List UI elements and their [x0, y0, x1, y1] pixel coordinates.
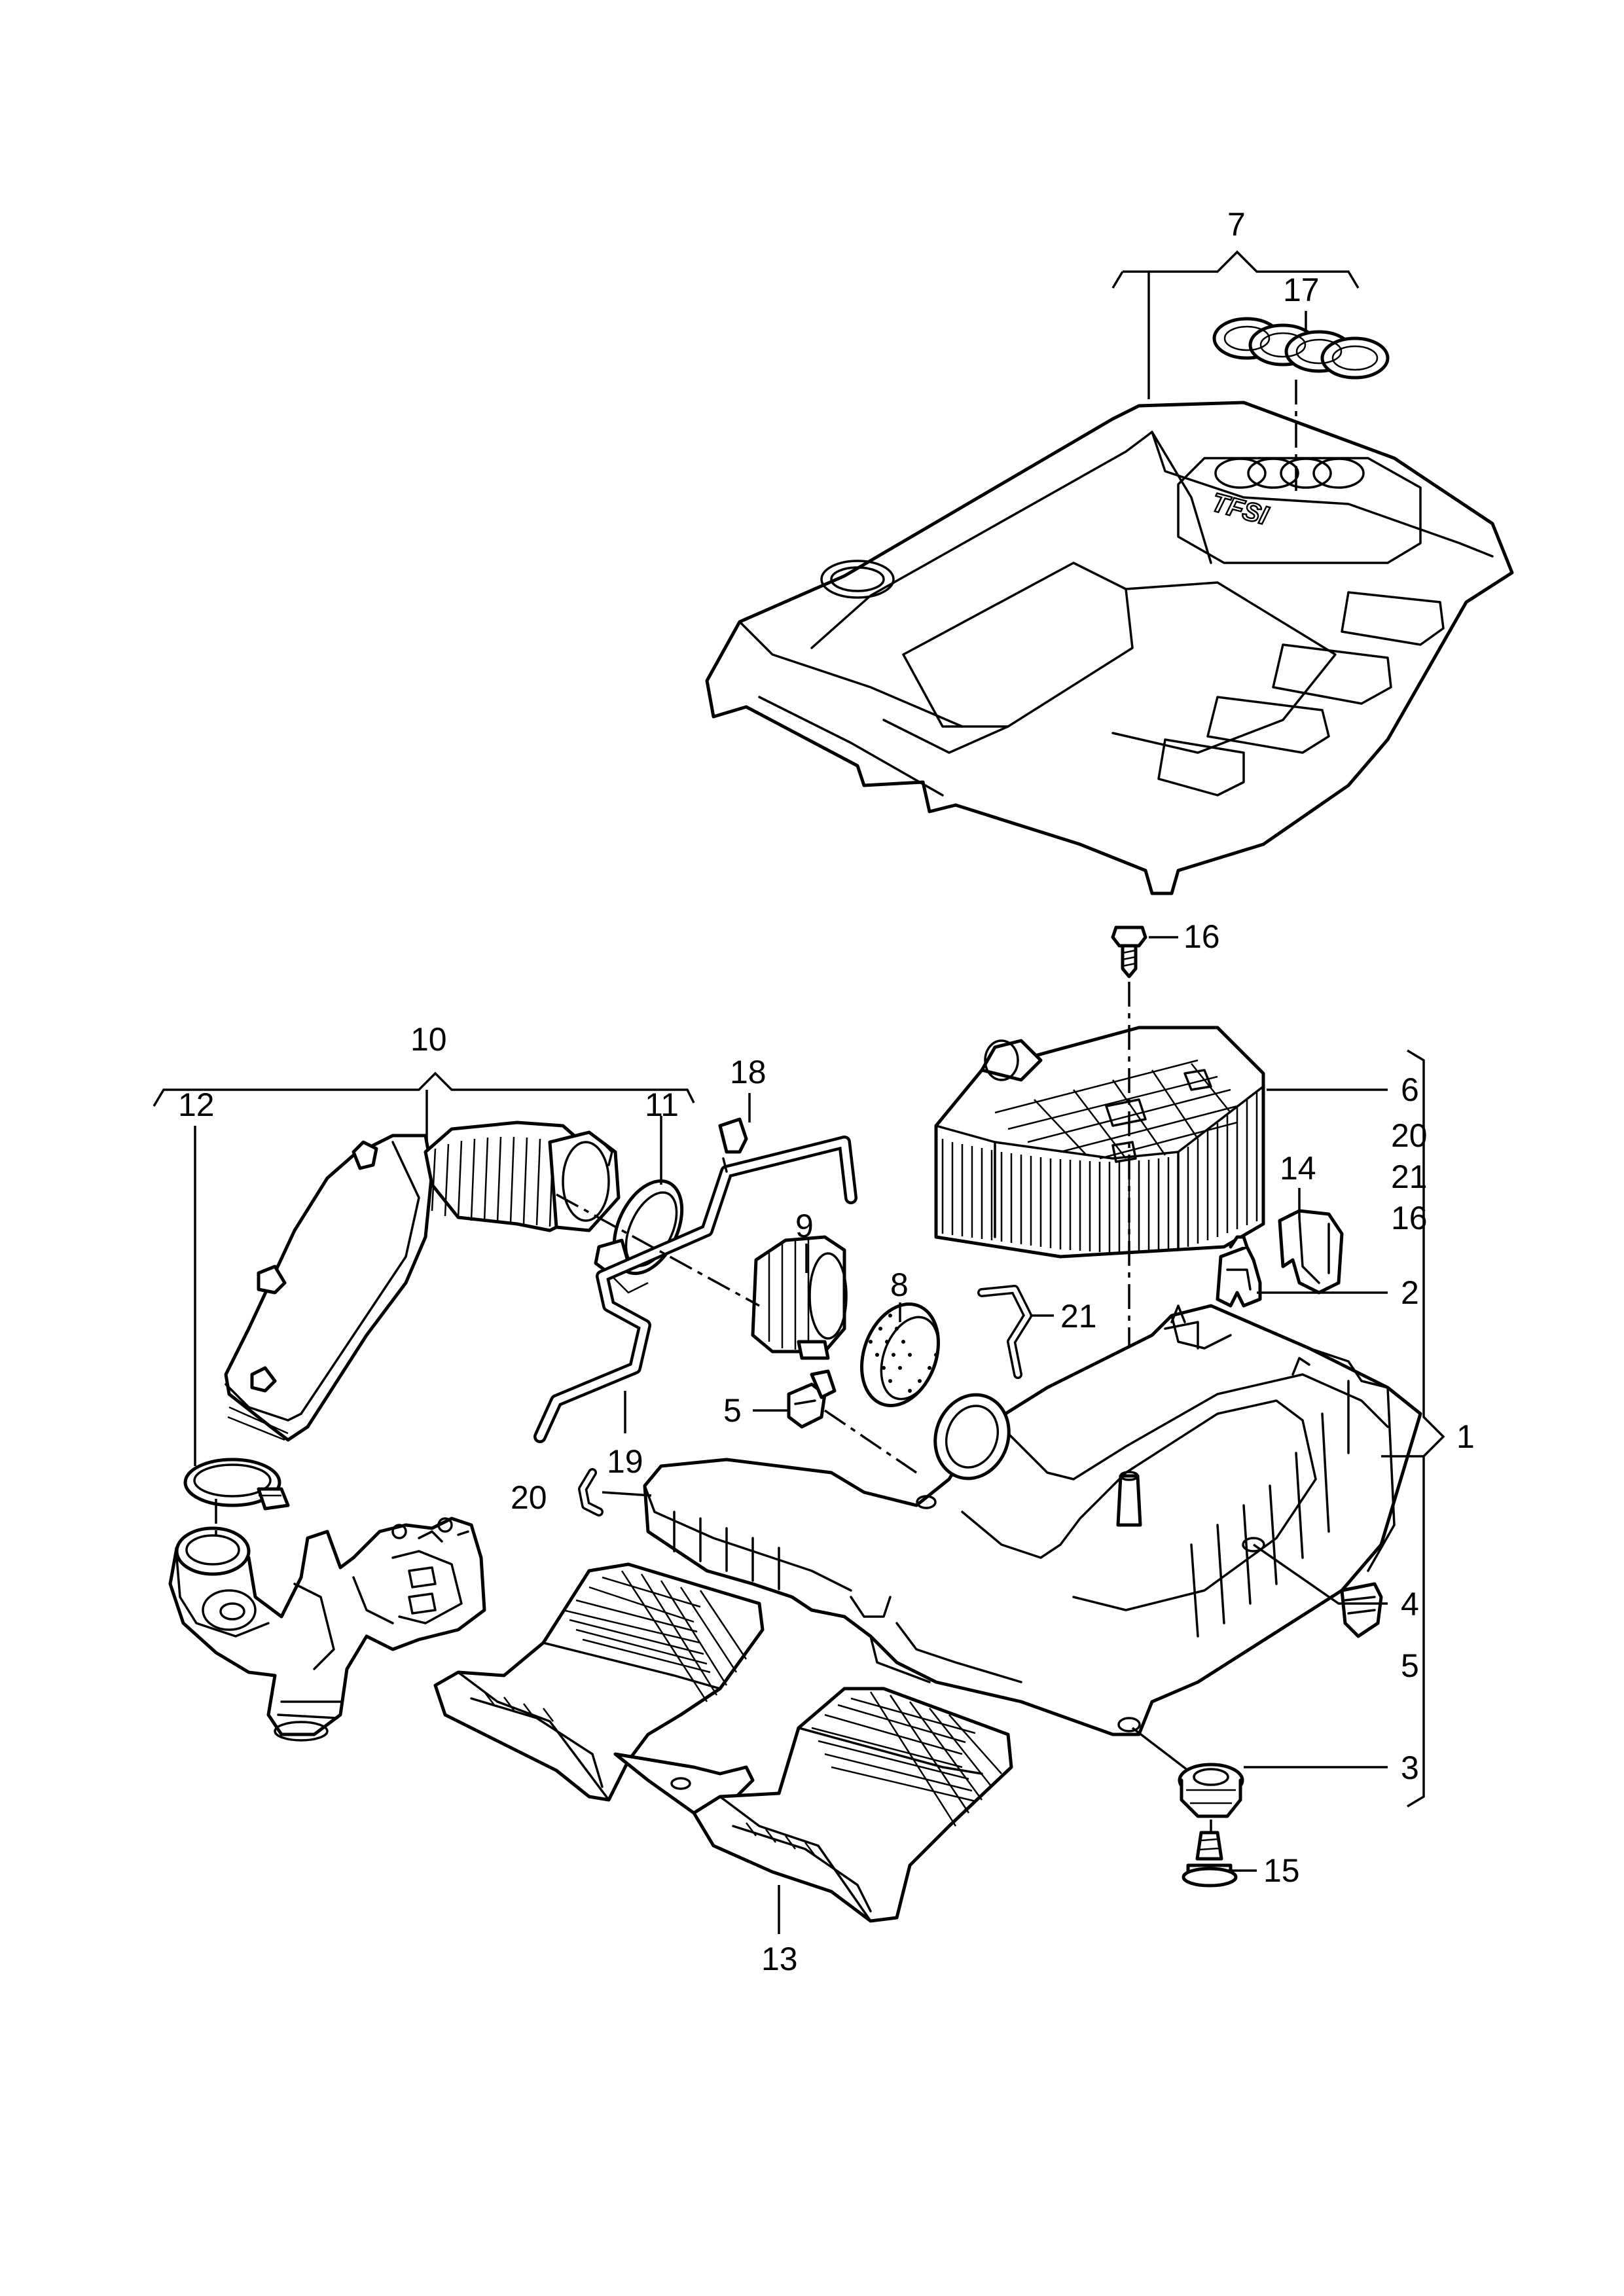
callout-3: 3 [1401, 1749, 1419, 1786]
air-intake-duct-right [692, 1687, 1013, 1923]
sensor-5 [787, 1369, 837, 1429]
callout-8: 8 [890, 1266, 909, 1303]
bracket-14 [1278, 1209, 1344, 1295]
callout-13: 13 [761, 1941, 798, 1977]
hose-axis [556, 1193, 760, 1307]
leader-lines [153, 250, 1445, 1934]
callout-21-right: 21 [1391, 1158, 1428, 1195]
callout-10: 10 [410, 1021, 447, 1058]
intake-hose [224, 1121, 621, 1442]
callout-5-right: 5 [1401, 1647, 1419, 1684]
screw-16 [1111, 925, 1147, 978]
callout-6: 6 [1401, 1071, 1419, 1108]
rubber-sleeve-8 [860, 1302, 940, 1407]
emblem-rings [1212, 317, 1390, 380]
callout-4: 4 [1401, 1586, 1419, 1623]
hose-clamp-12 [183, 1458, 290, 1511]
grommet-4 [1340, 1582, 1383, 1638]
grommet-3 [1178, 1763, 1244, 1818]
callout-2: 2 [1401, 1274, 1419, 1311]
engine-cover: TFSI [705, 401, 1514, 895]
clip-20 [578, 1468, 604, 1516]
clip-21 [977, 1285, 1032, 1379]
connector-18 [718, 1117, 748, 1173]
callout-15: 15 [1263, 1852, 1300, 1889]
air-box-housing [643, 1304, 1422, 1736]
mass-air-flow-sensor [751, 1235, 848, 1360]
callout-16-top: 16 [1183, 918, 1220, 955]
callout-1: 1 [1456, 1418, 1475, 1455]
callout-21-mid: 21 [1060, 1298, 1097, 1335]
air-intake-duct-left [433, 1562, 765, 1802]
callout-20-left: 20 [511, 1479, 547, 1516]
callout-12: 12 [178, 1086, 215, 1123]
callout-20-right: 20 [1391, 1117, 1428, 1154]
bolt-15 [1182, 1831, 1238, 1888]
callout-16-right: 16 [1391, 1200, 1428, 1236]
callout-5-left: 5 [723, 1392, 742, 1429]
sleeve-axis [824, 1409, 917, 1474]
callout-18: 18 [730, 1054, 767, 1090]
callout-11: 11 [645, 1086, 679, 1123]
callout-7: 7 [1227, 206, 1246, 243]
callout-19: 19 [607, 1443, 643, 1480]
callout-9: 9 [795, 1208, 814, 1244]
callout-14: 14 [1280, 1150, 1316, 1187]
air-filter-element [934, 1026, 1265, 1259]
callouts: 7 17 16 10 12 11 18 6 20 21 16 14 2 9 8 … [178, 206, 1475, 1977]
vent-hose-19 [533, 1136, 857, 1443]
bracket-2 [1216, 1235, 1262, 1308]
turbocharger-inlet [168, 1516, 486, 1742]
callout-17: 17 [1283, 272, 1320, 308]
